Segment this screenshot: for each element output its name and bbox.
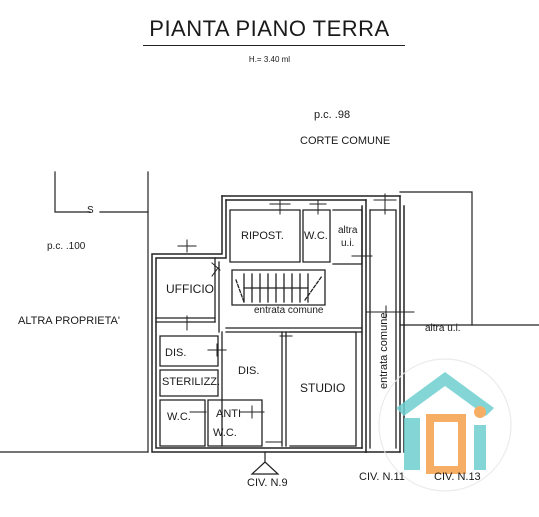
room-ripostiglio: RIPOST. <box>241 230 284 242</box>
watermark-logo <box>378 358 512 492</box>
entrance-marker-civ9 <box>250 451 280 475</box>
title-underline <box>143 45 405 46</box>
altra-ui-right-label: altra u.i. <box>425 323 461 334</box>
door-marks <box>177 193 415 443</box>
entrance-civ11: CIV. N.11 <box>359 471 405 483</box>
room-wc-top: W.C. <box>304 230 328 242</box>
room-dis-center: DIS. <box>238 365 260 377</box>
room-dis-left: DIS. <box>165 347 187 359</box>
room-entrata-comune-vertical: entrata comune <box>378 312 390 389</box>
room-sterilizz: STERILIZZ. <box>162 376 221 388</box>
neighbour-outline <box>0 171 149 453</box>
room-studio: STUDIO <box>300 381 346 395</box>
plan-title: PIANTA PIANO TERRA <box>149 16 390 41</box>
room-entrata-comune-horizontal: entrata comune <box>254 305 324 316</box>
parcel-100-label: p.c. .100 <box>47 241 86 252</box>
room-altra-ui-top-line2: u.i. <box>341 238 355 249</box>
s-label: S <box>87 205 94 216</box>
interior-walls <box>155 209 397 449</box>
parcel-98-label: p.c. .98 <box>314 109 351 121</box>
entrance-civ13: CIV. N.13 <box>434 471 481 483</box>
entrance-civ9: CIV. N.9 <box>247 477 288 489</box>
height-note: H.= 3.40 ml <box>248 55 291 64</box>
room-ufficio: UFFICIO <box>166 282 214 296</box>
room-anti-wc-line1: ANTI <box>216 408 242 420</box>
room-wc-bottom: W.C. <box>167 411 191 423</box>
right-neighbour-outline <box>399 191 539 326</box>
room-altra-ui-top-line1: altra <box>338 225 358 236</box>
room-anti-wc-line2: W.C. <box>213 427 237 439</box>
altra-proprieta-label: ALTRA PROPRIETA' <box>18 315 120 327</box>
corte-comune-label: CORTE COMUNE <box>300 135 391 147</box>
